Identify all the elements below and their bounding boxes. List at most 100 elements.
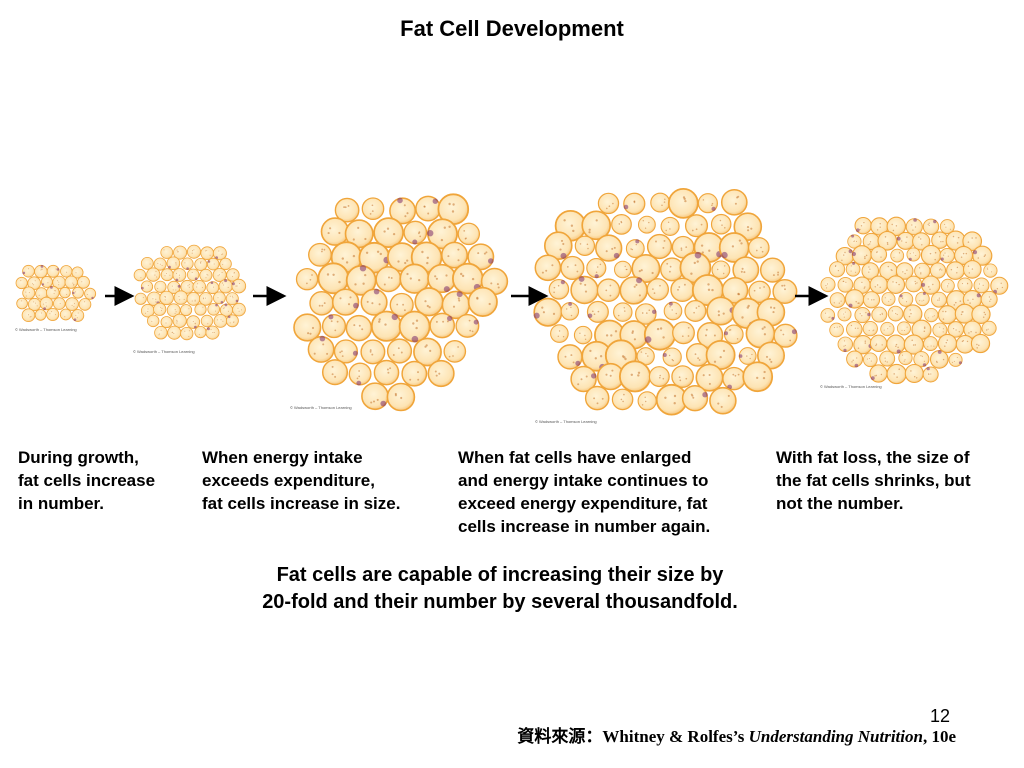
cluster-enlarged [293, 193, 509, 412]
cell-speck [347, 303, 351, 306]
cell-speck [57, 280, 59, 282]
cell-speck [364, 273, 367, 277]
cell-speck [719, 219, 722, 222]
cell-speck [707, 288, 711, 292]
cell-speck [661, 204, 663, 206]
cell-speck [160, 306, 162, 308]
cell-speck [713, 360, 717, 363]
cell-speck [620, 398, 623, 401]
cell-speck [765, 355, 769, 358]
fat-cell [748, 280, 771, 304]
fat-cell [550, 324, 569, 343]
cell-speck [683, 283, 686, 286]
cell-stain [141, 286, 144, 290]
cell-speck [223, 284, 225, 286]
cell-speck [911, 224, 913, 226]
cell-speck [843, 316, 845, 318]
fat-cell [759, 257, 786, 283]
cell-speck [865, 311, 867, 314]
cell-stain [359, 265, 367, 272]
cell-speck [756, 376, 759, 380]
cell-speck [461, 274, 465, 278]
cell-speck [327, 232, 330, 235]
source-book-title: Understanding Nutrition [748, 727, 923, 746]
cell-speck [541, 271, 544, 274]
credit-hyperplasia: © Wadsworth – Thomson Learning [535, 419, 597, 424]
fat-cell [167, 325, 182, 340]
cell-speck [397, 260, 400, 263]
cell-speck [442, 320, 445, 323]
cell-speck [841, 259, 843, 261]
cell-speck [977, 257, 980, 259]
cell-speck [944, 310, 947, 313]
cell-speck [212, 331, 214, 334]
cell-speck [777, 273, 779, 276]
cell-speck [194, 300, 196, 302]
cell-stain [594, 274, 599, 279]
cell-speck [354, 283, 357, 286]
cell-speck [769, 306, 773, 309]
cell-speck [991, 271, 993, 273]
cell-speck [869, 243, 871, 245]
cell-speck [326, 273, 330, 276]
cell-speck [20, 280, 22, 282]
cell-stain [669, 301, 673, 306]
cell-stain [937, 350, 942, 354]
cell-speck [66, 294, 68, 295]
fat-cell [140, 256, 154, 270]
cell-speck [218, 250, 220, 252]
cell-speck [942, 358, 945, 361]
cell-speck [762, 376, 766, 380]
cell-speck [222, 307, 224, 309]
cell-speck [457, 346, 459, 348]
cell-speck [352, 254, 356, 258]
fat-cell [64, 275, 78, 289]
cell-speck [685, 246, 688, 248]
fat-cell [219, 257, 232, 271]
cell-speck [203, 297, 205, 299]
cell-speck [920, 273, 922, 275]
cell-speck [73, 303, 76, 305]
cell-speck [663, 239, 666, 242]
cell-speck [465, 237, 467, 240]
fat-cell [685, 343, 710, 367]
cell-stain [711, 206, 716, 211]
fat-cell [720, 188, 748, 216]
cell-speck [594, 357, 597, 360]
cell-speck [593, 397, 596, 400]
fat-cell [846, 321, 863, 338]
cell-speck [217, 297, 219, 299]
cell-speck [717, 402, 720, 405]
cell-speck [222, 253, 224, 255]
cell-speck [690, 272, 693, 275]
cell-speck [890, 299, 892, 301]
cell-speck [697, 357, 699, 360]
fat-cell [427, 359, 455, 388]
cell-speck [673, 402, 676, 405]
cell-speck [880, 373, 883, 376]
cell-speck [983, 255, 986, 258]
cell-speck [909, 253, 911, 255]
cell-speck [25, 295, 27, 297]
cell-speck [73, 306, 75, 308]
fat-cell [186, 315, 201, 329]
cell-speck [933, 315, 935, 317]
fat-cell [973, 277, 990, 294]
cell-speck [155, 298, 157, 300]
cell-speck [151, 320, 153, 322]
cell-speck [850, 265, 852, 267]
cell-speck [872, 330, 874, 332]
cell-speck [34, 280, 36, 282]
cell-speck [445, 274, 448, 277]
credit-growth: © Wadsworth – Thomson Learning [133, 349, 195, 354]
cell-speck [235, 285, 237, 287]
cell-speck [986, 267, 988, 269]
cell-speck [338, 231, 341, 235]
cell-speck [176, 320, 178, 322]
cell-speck [588, 228, 591, 231]
cell-speck [358, 324, 361, 327]
cell-speck [587, 247, 589, 250]
cell-speck [443, 226, 446, 229]
cell-speck [701, 251, 704, 254]
cell-speck [875, 374, 877, 377]
